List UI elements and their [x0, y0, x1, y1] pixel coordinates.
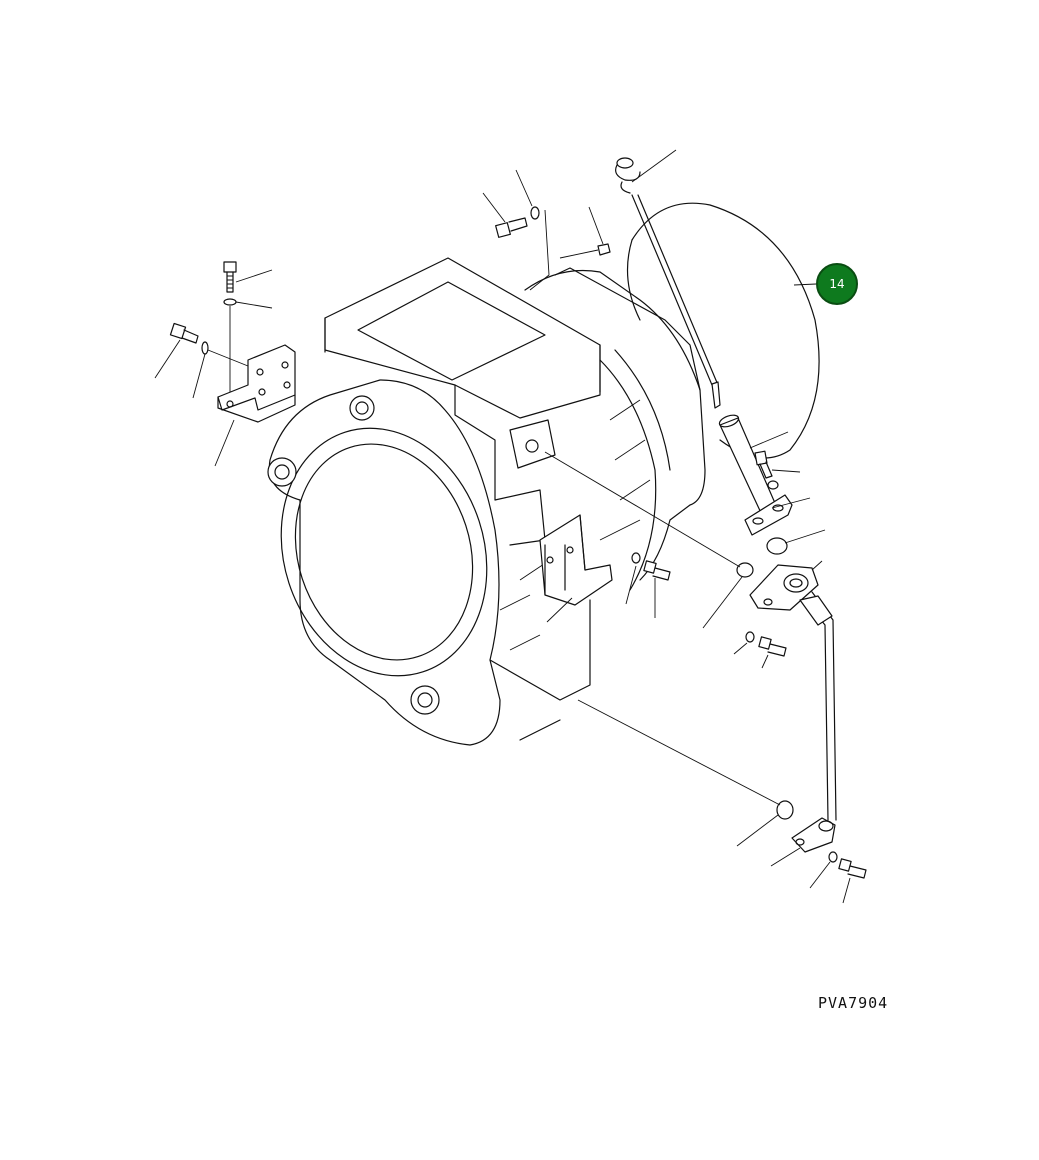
flywheel-housing — [267, 257, 706, 746]
dipstick — [615, 157, 721, 409]
left-bolts — [169, 261, 249, 392]
plug-upper — [766, 537, 788, 555]
top-bolts — [495, 206, 611, 291]
left-bracket — [217, 344, 296, 423]
leader-lines — [154, 149, 851, 904]
guide-tube — [718, 414, 793, 536]
plug-lower — [776, 800, 794, 820]
oil-pipe — [749, 564, 837, 853]
cover-plate — [626, 202, 820, 459]
mount-bracket — [539, 514, 613, 606]
drawing-code: PVA7904 — [818, 994, 889, 1012]
right-bolts — [631, 552, 867, 879]
part-callout-14[interactable]: 14 — [816, 263, 858, 305]
plug-middle — [736, 562, 754, 578]
